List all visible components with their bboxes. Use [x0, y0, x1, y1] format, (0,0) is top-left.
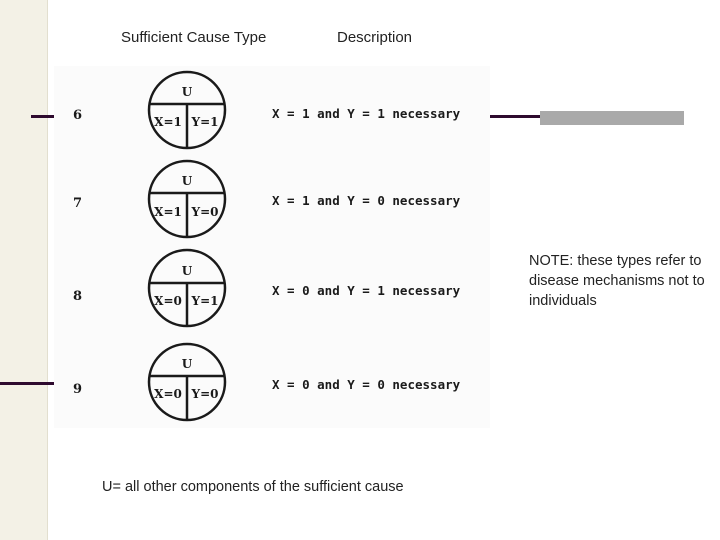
pie-label-y: Y=0: [191, 205, 219, 219]
pie-label-y: Y=1: [191, 294, 219, 308]
left-margin-strip: [0, 0, 48, 540]
pie-label-y: Y=0: [191, 387, 219, 401]
pie-label-y: Y=1: [191, 115, 219, 129]
pie-label-x: X=0: [154, 387, 182, 401]
pie-label-x: X=1: [154, 115, 182, 129]
row-number: 7: [73, 196, 83, 211]
row-number: 6: [73, 108, 83, 123]
row-number: 8: [73, 289, 83, 304]
row-description: X = 0 and Y = 1 necessary: [272, 283, 461, 298]
pie-label-x: X=1: [154, 205, 182, 219]
scanned-figure: [54, 66, 490, 428]
divider-rule-bottom: [0, 382, 57, 385]
pie-label-u: U: [182, 85, 193, 99]
header-description: Description: [337, 29, 413, 46]
pie-label-u: U: [182, 174, 193, 188]
pie-label-u: U: [182, 357, 193, 371]
sufficient-cause-pie: U X=1 Y=1: [147, 70, 227, 150]
row-description: X = 0 and Y = 0 necessary: [272, 377, 461, 392]
note-text: NOTE: these types refer to disease mecha…: [529, 253, 705, 309]
row-description: X = 1 and Y = 0 necessary: [272, 193, 461, 208]
divider-rule-grey: [540, 111, 684, 125]
divider-rule-left: [31, 115, 57, 118]
sufficient-cause-pie: U X=0 Y=1: [147, 248, 227, 328]
sufficient-cause-pie: U X=0 Y=0: [147, 342, 227, 422]
pie-label-u: U: [182, 264, 193, 278]
row-number: 9: [73, 382, 83, 397]
sufficient-cause-pie: U X=1 Y=0: [147, 159, 227, 239]
pie-label-x: X=0: [154, 294, 182, 308]
row-description: X = 1 and Y = 1 necessary: [272, 106, 461, 121]
footer-legend: U= all other components of the sufficien…: [102, 479, 404, 495]
header-sufficient-cause-type: Sufficient Cause Type: [121, 29, 267, 46]
